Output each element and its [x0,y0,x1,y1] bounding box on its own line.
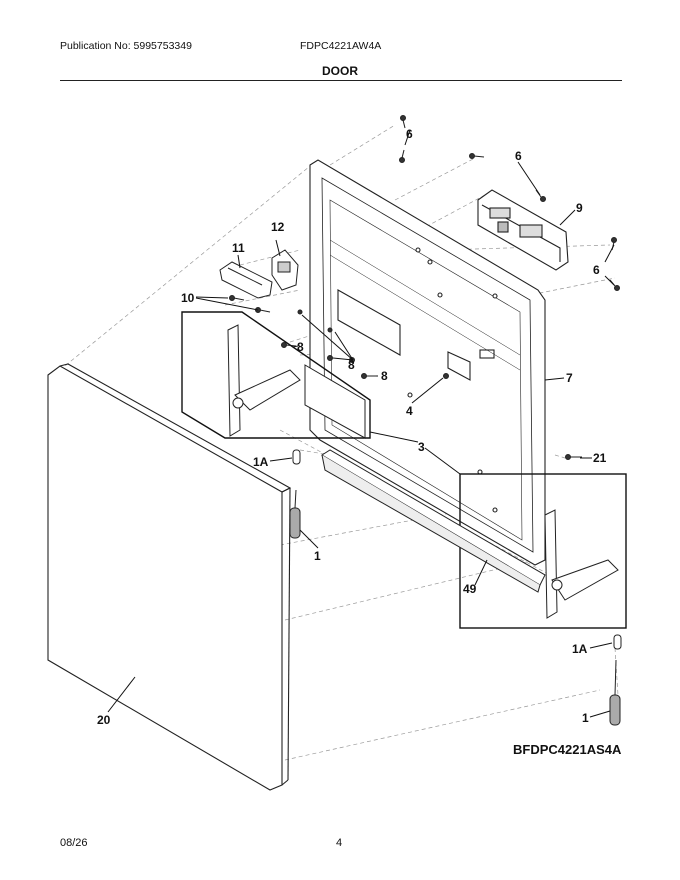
callout-4: 4 [406,404,413,418]
footer-date: 08/26 [60,837,88,849]
callout-9: 9 [576,201,583,215]
callout-6-top: 6 [406,127,413,141]
right-hinge-callout-box [459,473,627,629]
callout-1A-right: 1A [572,642,588,656]
callout-11: 11 [232,241,245,255]
outer-door-panel [47,363,292,791]
callout-1-left: 1 [314,549,321,563]
screws [229,115,620,460]
inner-door-panel [309,159,546,566]
callout-21: 21 [593,451,607,465]
door-springs [289,449,622,726]
control-panel-housing [477,189,569,271]
model-number: FDPC4221AW4A [300,40,382,52]
header-rule [60,80,622,81]
callout-8-left: 8 [297,340,304,354]
publication-number: Publication No: 5995753349 [60,40,192,52]
callout-1A-left: 1A [253,455,269,469]
callout-7: 7 [566,371,573,385]
leader-lines [107,129,615,718]
callout-10: 10 [181,291,195,305]
footer-page-number: 4 [336,837,343,849]
callout-20: 20 [97,713,111,727]
left-hinge-callout-box [181,311,371,439]
diagram-code: BFDPC4221AS4A [513,742,622,757]
callout-8-right: 8 [381,369,388,383]
callout-6-mid: 6 [515,149,522,163]
callout-8-center: 8 [348,358,355,372]
callout-6-right: 6 [593,263,600,277]
callout-3: 3 [418,440,425,454]
callout-49: 49 [463,582,477,596]
section-title: DOOR [322,64,358,78]
callout-12: 12 [271,220,285,234]
kick-plate-rail [321,449,546,593]
door-latch-parts [219,249,299,299]
callout-1-right: 1 [582,711,589,725]
